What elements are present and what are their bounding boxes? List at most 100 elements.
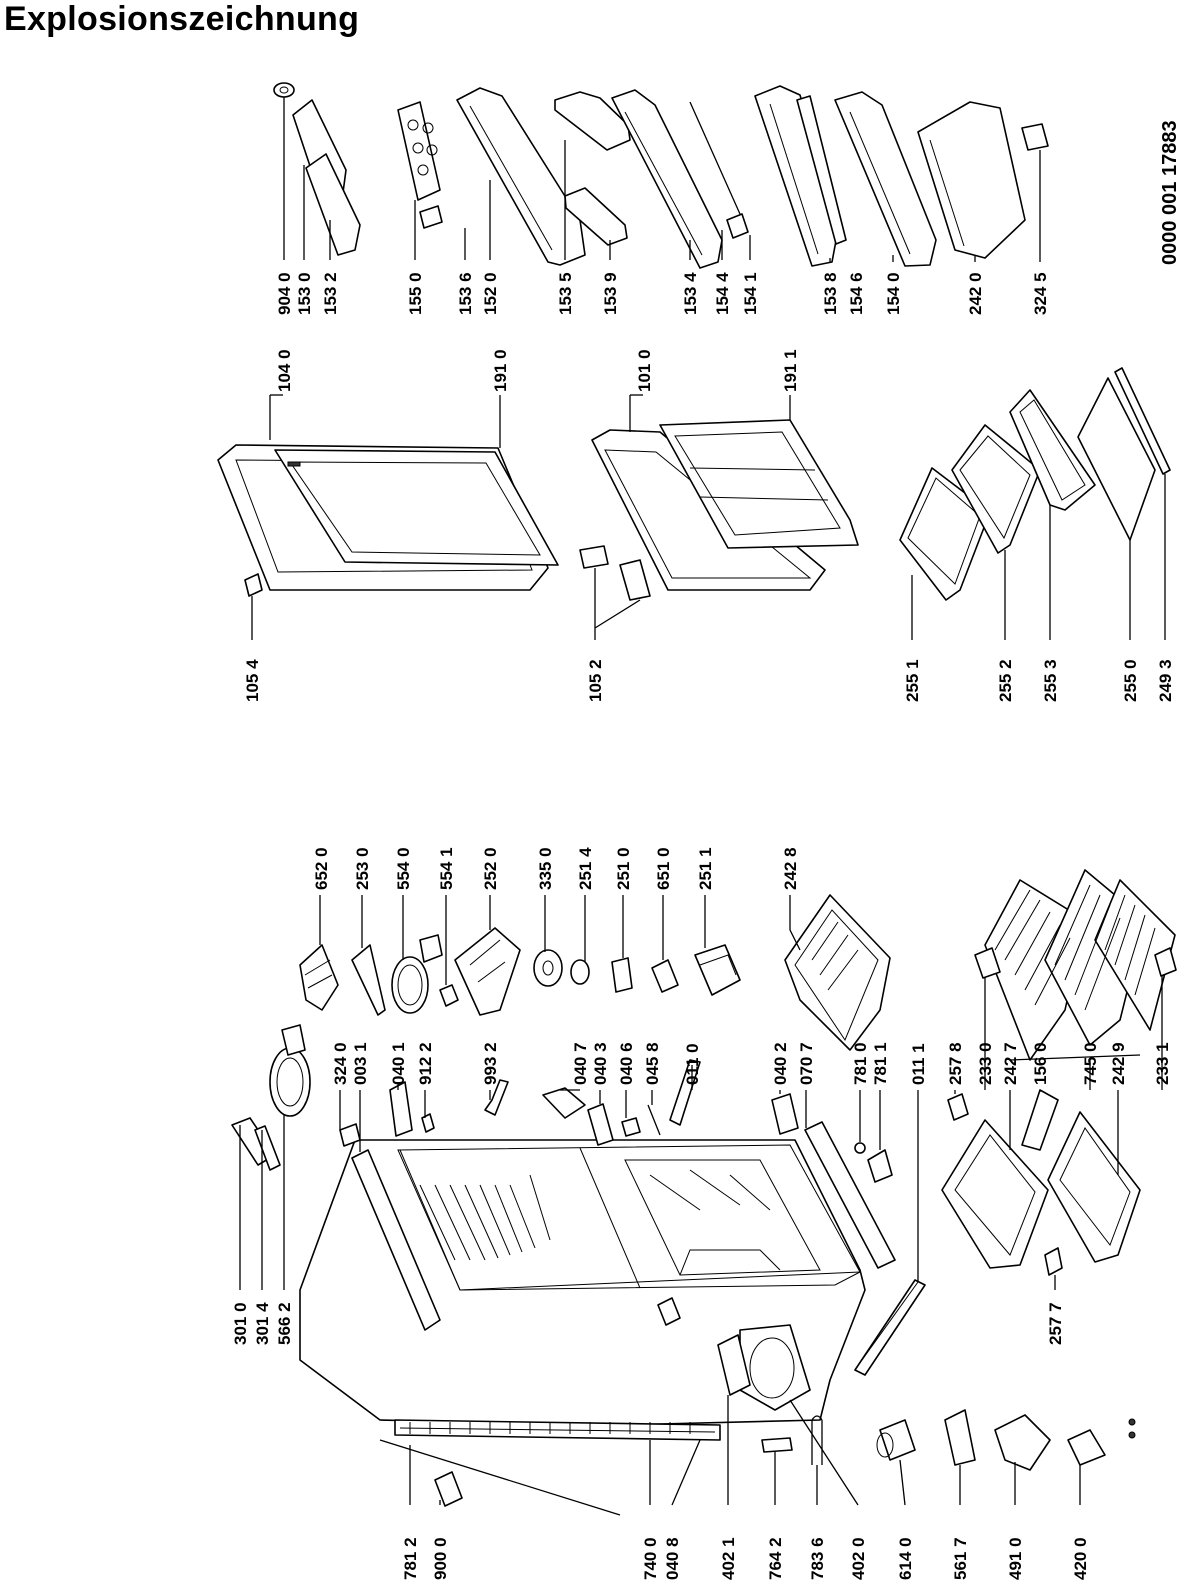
part-255-2-shelf <box>951 424 1041 554</box>
labels-bottom: 781 2 900 0 740 0 040 8 402 1 764 2 783 … <box>401 1395 1090 1580</box>
label-153-0: 153 0 <box>295 272 314 315</box>
part-257-7-guide <box>657 1297 681 1326</box>
part-420-0-capacitor <box>1067 1429 1106 1466</box>
label-420-0: 420 0 <box>1071 1537 1090 1580</box>
label-251-4: 251 4 <box>576 847 595 890</box>
label-255-0: 255 0 <box>1121 659 1140 702</box>
part-912-2-screw <box>421 1113 435 1133</box>
label-070-7: 070 7 <box>797 1042 816 1085</box>
label-153-6: 153 6 <box>456 272 475 315</box>
label-255-3: 255 3 <box>1041 659 1060 702</box>
part-993-2-pin <box>484 1079 509 1116</box>
label-652-0: 652 0 <box>312 847 331 890</box>
label-104-0: 104 0 <box>275 349 294 392</box>
part-152-0-door-shelf <box>456 87 586 266</box>
part-155-0-egg-tray <box>397 101 441 201</box>
part-904-0-cap <box>273 82 295 98</box>
part-040-2-hinge <box>771 1093 799 1135</box>
part-191-1-gasket <box>659 419 859 549</box>
part-561-7-fan <box>944 1409 976 1466</box>
part-156-0-ice-tray <box>1021 1089 1059 1151</box>
label-153-4: 153 4 <box>681 272 700 315</box>
label-040-8: 040 8 <box>663 1537 682 1580</box>
label-402-1: 402 1 <box>719 1537 738 1580</box>
label-040-1: 040 1 <box>389 1042 408 1085</box>
labels-accessories: 904 0 153 0 153 2 155 0 153 6 152 0 153 … <box>275 97 1050 315</box>
label-154-6: 154 6 <box>847 272 866 315</box>
part-105-2-hinge-b <box>619 559 651 601</box>
label-301-0: 301 0 <box>231 1302 250 1345</box>
part-783-6-tube <box>811 1415 823 1465</box>
label-324-0: 324 0 <box>331 1042 350 1085</box>
part-040-3-hinge <box>587 1103 614 1146</box>
label-191-0: 191 0 <box>491 349 510 392</box>
label-040-6: 040 6 <box>617 1042 636 1085</box>
part-781-0-plug <box>854 1142 866 1154</box>
part-040-6-plate <box>621 1117 641 1137</box>
label-153-8: 153 8 <box>821 272 840 315</box>
label-912-2: 912 2 <box>416 1042 435 1085</box>
label-153-9: 153 9 <box>601 272 620 315</box>
label-764-2: 764 2 <box>766 1537 785 1580</box>
label-253-0: 253 0 <box>353 847 372 890</box>
part-233-1-guide <box>1154 947 1177 977</box>
part-154-0-door-shelf <box>834 91 937 267</box>
label-045-8: 045 8 <box>643 1042 662 1085</box>
label-233-1: 233 1 <box>1153 1042 1172 1085</box>
label-993-2: 993 2 <box>481 1042 500 1085</box>
label-154-1: 154 1 <box>741 272 760 315</box>
part-153-9-box <box>564 187 628 246</box>
label-740-0: 740 0 <box>641 1537 660 1580</box>
part-900-0-clip <box>434 1471 463 1507</box>
label-251-0: 251 0 <box>614 847 633 890</box>
label-153-2: 153 2 <box>321 272 340 315</box>
label-554-1: 554 1 <box>437 847 456 890</box>
part-781-2-rod <box>379 1439 621 1516</box>
label-745-0: 745 0 <box>1081 1042 1100 1085</box>
label-040-3: 040 3 <box>591 1042 610 1085</box>
label-257-7: 257 7 <box>1046 1302 1065 1345</box>
part-070-7-trim <box>804 1121 896 1269</box>
part-242-8-drawer <box>784 894 891 1051</box>
doors-shelves-group <box>217 367 1171 601</box>
part-324-5-label <box>1021 123 1049 151</box>
part-255-1-shelf <box>899 467 991 601</box>
part-781-1-cover <box>867 1149 893 1183</box>
label-402-0: 402 0 <box>849 1537 868 1580</box>
label-105-2: 105 2 <box>586 659 605 702</box>
part-251-4-ring <box>570 959 590 985</box>
part-191-0-gasket <box>274 449 559 566</box>
label-614-0: 614 0 <box>896 1537 915 1580</box>
label-011-0: 011 0 <box>683 1043 702 1085</box>
part-040-1-hinge <box>389 1081 413 1137</box>
part-003-1-control-panel <box>351 1149 441 1331</box>
part-242-9-drawer <box>1047 1111 1141 1263</box>
part-251-0-bracket <box>611 957 633 993</box>
label-003-1: 003 1 <box>351 1042 370 1085</box>
label-561-7: 561 7 <box>951 1537 970 1580</box>
label-242-7: 242 7 <box>1001 1042 1020 1085</box>
label-155-0: 155 0 <box>406 272 425 315</box>
part-045-8-screw <box>647 1104 661 1136</box>
label-105-4: 105 4 <box>243 659 262 702</box>
part-257-7-guide-b <box>1044 1247 1063 1276</box>
label-900-0: 900 0 <box>431 1537 450 1580</box>
label-255-2: 255 2 <box>996 659 1015 702</box>
label-153-5: 153 5 <box>556 272 575 315</box>
door-accessories-group <box>273 82 1049 269</box>
label-554-0: 554 0 <box>394 847 413 890</box>
label-011-1: 011 1 <box>909 1043 928 1085</box>
label-242-0: 242 0 <box>966 272 985 315</box>
part-242-7-drawer <box>941 1119 1049 1269</box>
label-301-4: 301 4 <box>253 1302 272 1345</box>
label-491-0: 491 0 <box>1006 1537 1025 1580</box>
label-249-3: 249 3 <box>1156 659 1175 702</box>
label-255-1: 255 1 <box>903 659 922 702</box>
label-651-0: 651 0 <box>654 847 673 890</box>
part-614-0-motor <box>879 1419 916 1461</box>
label-257-8: 257 8 <box>946 1042 965 1085</box>
part-153-4-door-shelf <box>611 89 723 269</box>
part-554-1-socket <box>439 984 459 1007</box>
labels-cabinet: 301 0 301 4 566 2 257 7 324 0 003 1 040 … <box>231 976 1172 1345</box>
part-301-4-strip <box>254 1125 281 1171</box>
